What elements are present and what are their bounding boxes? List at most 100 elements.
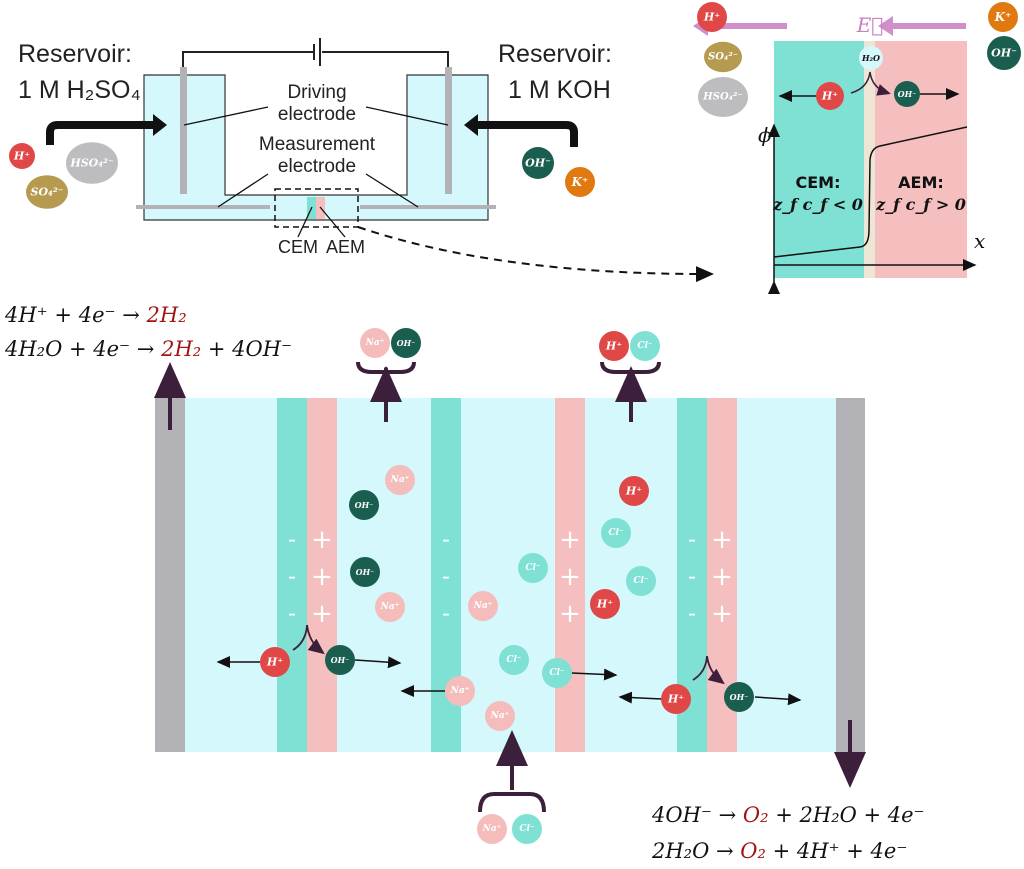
ion-label: H⁺ (13, 150, 30, 163)
ion-circle (26, 175, 68, 209)
na-plus-ion: Na⁺ (445, 676, 475, 706)
junction-inset: E⃗ ϕ x CEM: z_f c_f < 0 AEM: z_f c_f > 0 (693, 13, 985, 294)
ion-label: H⁺ (703, 11, 720, 24)
positive-fixed-charge: + (559, 562, 581, 592)
anode-equation-1: 4OH⁻ → O₂ + 2H₂O + 4e⁻ (651, 803, 925, 827)
ion-circle (630, 331, 660, 361)
fixed-charges: -+-+-+-+-+-+-+-+-+ (288, 525, 733, 629)
so4-ion: SO₄²⁻ (704, 41, 742, 73)
positive-fixed-charge: + (559, 525, 581, 555)
ion-circle (661, 684, 691, 714)
h-plus-ion: H⁺ (661, 684, 691, 714)
leader-line (217, 173, 269, 208)
x-axis-label: x (974, 229, 985, 253)
ion-circle (565, 167, 595, 197)
positive-fixed-charge: + (559, 599, 581, 629)
ion-label: SO₄²⁻ (708, 52, 738, 63)
ion-label: OH⁻ (331, 655, 350, 665)
ion-label: OH⁻ (397, 338, 416, 348)
inset-aem (875, 41, 967, 278)
aem-center (555, 398, 585, 752)
ion-label: Na⁺ (365, 338, 385, 348)
anode-equation-2: 2H₂O → O₂ + 4H⁺ + 4e⁻ (651, 839, 907, 863)
negative-fixed-charge: - (442, 528, 450, 553)
potential-curve (773, 126, 968, 258)
oh-minus-ion: OH⁻ (349, 490, 379, 520)
ion-circle (360, 328, 390, 358)
ion-circle (477, 814, 507, 844)
h-plus-ion: H⁺ (619, 476, 649, 506)
cl-minus-ion: Cl⁻ (630, 331, 660, 361)
h2o-ion: H₂O (859, 46, 883, 70)
hso4-ion: HSO₄²⁻ (66, 142, 118, 184)
ion-circle (601, 518, 631, 548)
positive-fixed-charge: + (711, 562, 733, 592)
ion-label: Na⁺ (482, 824, 502, 834)
na-plus-ion: Na⁺ (485, 701, 515, 731)
leader-line (319, 206, 346, 238)
driving-electrode-label-2: electrode (278, 104, 356, 125)
ion-label: Cl⁻ (519, 824, 535, 834)
inset-cem (774, 41, 864, 278)
base-brace (356, 361, 416, 374)
oh-minus-ion: OH⁻ (724, 682, 754, 712)
ion-circle (9, 143, 35, 169)
ion-label: OH⁻ (991, 47, 1017, 60)
cl-minus-ion: Cl⁻ (626, 566, 656, 596)
cathode-equation-1: 4H⁺ + 4e⁻ → 2H₂ (4, 303, 187, 327)
ion-label: H⁺ (605, 340, 622, 353)
measurement-electrode-label-2: electrode (278, 156, 356, 177)
ion-circle (518, 553, 548, 583)
ion-label: H⁺ (821, 90, 838, 103)
ion-circle (512, 814, 542, 844)
ion-circle (260, 647, 290, 677)
h-plus-ion: H⁺ (599, 331, 629, 361)
ion-label: SO₄²⁻ (31, 186, 64, 199)
ion-label: Cl⁻ (549, 668, 565, 678)
ion-label: OH⁻ (898, 89, 917, 99)
negative-fixed-charge: - (688, 602, 696, 627)
h-plus-ion: H⁺ (260, 647, 290, 677)
zoom-connector (357, 226, 714, 283)
na-plus-ion: Na⁺ (385, 465, 415, 495)
ion-circle (385, 465, 415, 495)
ion-circle (697, 2, 727, 32)
aem-label: AEM (326, 237, 365, 257)
cathode-equation-2: 4H₂O + 4e⁻ → 2H₂ + 4OH⁻ (4, 337, 292, 361)
na-plus-ion: Na⁺ (360, 328, 390, 358)
ion-label: H⁺ (625, 485, 642, 498)
h-plus-ion: H⁺ (697, 2, 727, 32)
zoom-box (274, 188, 359, 228)
h-plus-ion: H⁺ (816, 82, 844, 110)
positive-fixed-charge: + (711, 599, 733, 629)
ion-circle (619, 476, 649, 506)
ion-circle (859, 46, 883, 70)
na-plus-ion: Na⁺ (375, 592, 405, 622)
ion-circle (698, 77, 748, 117)
leader-line (183, 106, 269, 126)
negative-fixed-charge: - (442, 565, 450, 590)
ion-circle (590, 589, 620, 619)
oh-minus-ion: OH⁻ (522, 147, 554, 179)
ion-label: H₂O (861, 53, 880, 63)
negative-fixed-charge: - (688, 528, 696, 553)
inflow-arrowhead-right (464, 114, 478, 136)
ion-circle (375, 592, 405, 622)
ion-circle (626, 566, 656, 596)
ion-label: OH⁻ (525, 157, 551, 170)
inset-cem-title: CEM: (796, 173, 841, 192)
ion-circle (349, 490, 379, 520)
ion-circle (445, 676, 475, 706)
ion-circle (894, 81, 920, 107)
circuit-wire (182, 51, 449, 68)
positive-fixed-charge: + (311, 599, 333, 629)
ion-label: H⁺ (266, 656, 283, 669)
cathode (155, 398, 185, 752)
leader-line (297, 206, 313, 238)
ion-label: Na⁺ (390, 475, 410, 485)
k-plus-ion: K⁺ (988, 2, 1018, 32)
ion-circle (468, 591, 498, 621)
equations: 4H⁺ + 4e⁻ → 2H₂ 4H₂O + 4e⁻ → 2H₂ + 4OH⁻ … (4, 303, 925, 863)
ions: H⁺HSO₄²⁻SO₄²⁻OH⁻K⁺H⁺SO₄²⁻HSO₄²⁻K⁺OH⁻H₂OH… (9, 2, 1021, 844)
